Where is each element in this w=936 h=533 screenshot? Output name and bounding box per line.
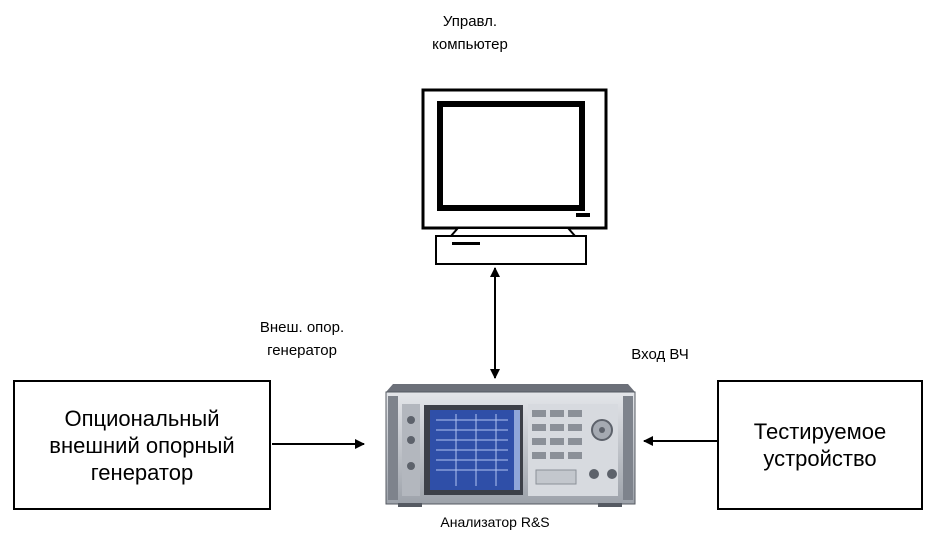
ref-input-label-line2: генератор [267, 342, 337, 359]
ext-generator-box: Опциональный внешний опорный генератор [13, 380, 271, 510]
dut-box-text: Тестируемое устройство [754, 418, 886, 472]
ext-generator-line1: Опциональный [64, 405, 220, 431]
computer-label-line2: компьютер [432, 36, 508, 53]
dut-line1: Тестируемое [753, 419, 887, 444]
ref-input-label-line1: Внеш. опор. [259, 319, 345, 336]
ext-generator-line2: внешний опорный [49, 432, 235, 458]
computer-label: Управл. компьютер [395, 10, 545, 56]
ext-generator-box-text: Опциональный внешний опорный генератор [49, 405, 234, 486]
rf-input-label: Вход ВЧ [600, 343, 720, 366]
rf-input-label-text: Вход ВЧ [631, 346, 689, 363]
ref-input-label: Внеш. опор. генератор [232, 316, 372, 362]
desktop-computer-icon [421, 88, 608, 265]
ext-generator-line3: генератор [90, 459, 194, 485]
analyzer-label-text: Анализатор R&S [440, 514, 550, 530]
dut-box: Тестируемое устройство [717, 380, 923, 510]
computer-label-line1: Управл. [442, 13, 498, 30]
dut-line2: устройство [763, 446, 877, 471]
analyzer-label: Анализатор R&S [405, 512, 585, 532]
spectrum-analyzer-icon [384, 382, 638, 510]
